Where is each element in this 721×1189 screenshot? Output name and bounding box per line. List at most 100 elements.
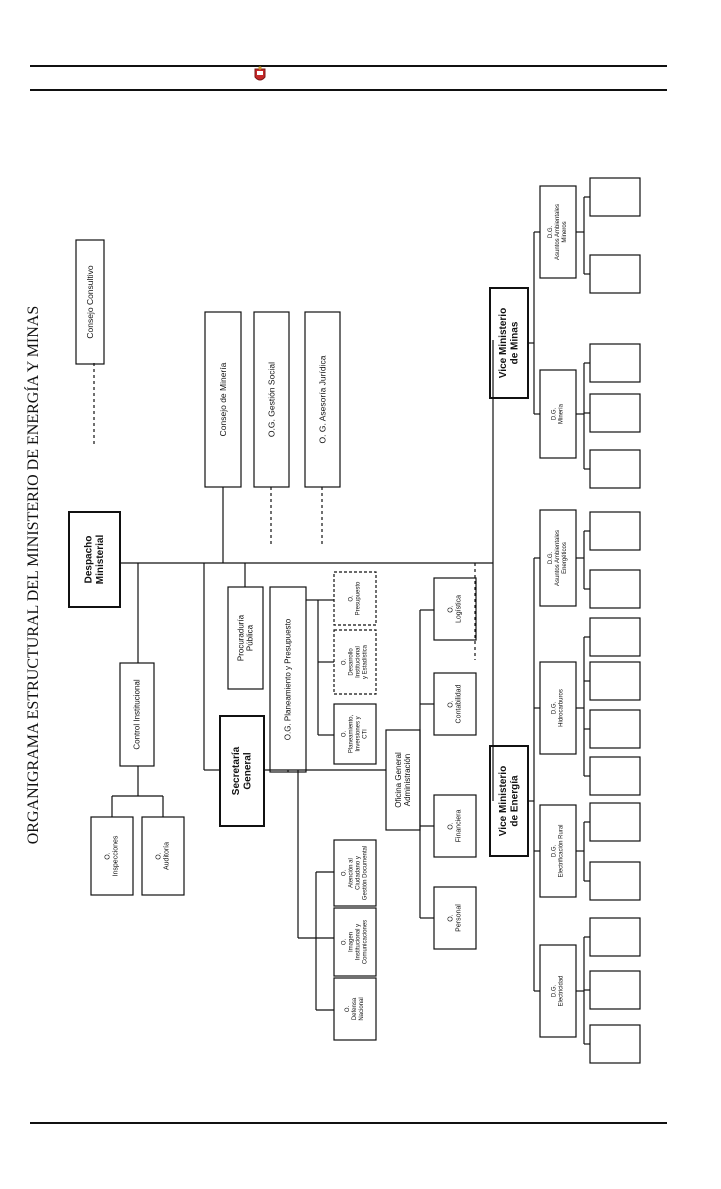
- unit-label: D.G.: [548, 226, 554, 239]
- unit-label: Mineros: [562, 221, 568, 242]
- unit-label: Control Institucional: [133, 679, 142, 749]
- sub-unit-box: [589, 511, 641, 551]
- unit-label: Contabilidad: [456, 684, 463, 723]
- o-auditoria-box: O.Auditoría: [141, 816, 185, 896]
- unit-label: Ministerial: [95, 535, 106, 585]
- unit-label: O.G. Planeamiento y Presupuesto: [284, 618, 293, 740]
- sub-unit-box: [589, 177, 641, 217]
- unit-label: CTI: [362, 729, 368, 739]
- unit-label: Pública: [246, 624, 255, 651]
- dg-electrificacion-box: D.G.Electrificación Rural: [539, 804, 577, 898]
- unit-label: D.G.: [552, 845, 558, 858]
- unit-label: Procuraduría: [236, 614, 245, 661]
- unit-label: O.G. Gestión Social: [267, 362, 277, 437]
- unit-label: y Estadística: [362, 644, 368, 679]
- sub-unit-box: [589, 569, 641, 609]
- unit-label: Nacional: [359, 997, 365, 1020]
- o-logistica-box: O.Logística: [433, 577, 477, 641]
- unit-label: Personal: [456, 904, 463, 932]
- unit-label: D.G.: [548, 552, 554, 565]
- sub-unit-box: [589, 661, 641, 701]
- unit-label: General: [242, 752, 253, 789]
- dg-mineria-box: D.G.Minería: [539, 369, 577, 459]
- unit-label: Secretaría: [231, 746, 242, 795]
- o-personal-box: O.Personal: [433, 886, 477, 950]
- header-rule-top: [30, 65, 667, 67]
- unit-label: O.: [342, 659, 348, 666]
- unit-label: Asuntos Ambientales: [555, 204, 561, 260]
- footer-rule: [30, 1122, 667, 1124]
- unit-label: Ciudadano y: [355, 856, 361, 890]
- unit-label: Electrificación Rural: [558, 824, 564, 877]
- control-institucional-box: Control Institucional: [119, 662, 155, 767]
- consejo-mineria-box: Consejo de Minería: [204, 311, 242, 488]
- sub-unit-box: [589, 254, 641, 294]
- o-contabilidad-box: O.Contabilidad: [433, 672, 477, 736]
- unit-label: Vice Ministerio: [498, 766, 509, 836]
- unit-label: Atención al: [349, 858, 355, 888]
- planeamiento-box: O.G. Planeamiento y Presupuesto: [269, 586, 307, 773]
- unit-label: D.G.: [552, 408, 558, 421]
- unit-label: O.: [342, 870, 348, 877]
- unit-label: Energéticos: [562, 542, 568, 574]
- unit-label: O.: [155, 852, 162, 859]
- unit-label: Gestión Documental: [362, 846, 368, 900]
- o-financiera-box: O.Financiera: [433, 794, 477, 858]
- unit-label: O.: [447, 605, 454, 612]
- unit-label: O.: [447, 914, 454, 921]
- unit-label: Administración: [403, 754, 412, 806]
- sub-unit-box: [589, 393, 641, 433]
- consejo-consultivo-box: Consejo Consultivo: [75, 239, 105, 365]
- unit-label: Presupuesto: [355, 581, 361, 615]
- dg-electricidad-box: D.G.Electricidad: [539, 944, 577, 1038]
- unit-label: Inspecciones: [113, 835, 120, 876]
- sub-unit-box: [589, 802, 641, 842]
- unit-label: Inversiones y: [355, 716, 361, 751]
- unit-label: O.: [447, 822, 454, 829]
- unit-label: Electricidad: [558, 975, 564, 1006]
- sub-unit-box: [589, 756, 641, 796]
- unit-label: de Energía: [509, 775, 520, 827]
- page-title: ORGANIGRAMA ESTRUCTURAL DEL MINISTERIO D…: [23, 306, 42, 845]
- unit-label: Financiera: [456, 810, 463, 843]
- unit-label: D.G.: [552, 702, 558, 715]
- unit-label: Auditoría: [164, 842, 171, 870]
- unit-label: O.: [349, 595, 355, 602]
- sub-unit-box: [589, 970, 641, 1010]
- sub-unit-box: [589, 861, 641, 901]
- unit-label: O. G. Asesoría Jurídica: [318, 355, 328, 443]
- sub-unit-box: [589, 449, 641, 489]
- unit-label: O.: [345, 1006, 351, 1013]
- unit-label: O.: [342, 939, 348, 946]
- sub-unit-box: [589, 343, 641, 383]
- sub-unit-box: [589, 617, 641, 657]
- unit-label: Imagen: [349, 932, 355, 952]
- unit-label: Defensa: [352, 997, 358, 1020]
- unit-label: de Minas: [509, 321, 520, 364]
- asesoria-juridica-box: O. G. Asesoría Jurídica: [304, 311, 341, 488]
- unit-label: Asuntos Ambientales: [555, 530, 561, 586]
- unit-label: O.: [342, 731, 348, 738]
- unit-label: Hidrocarburos: [558, 689, 564, 727]
- unit-label: Minería: [558, 403, 564, 424]
- sub-unit-box: [589, 709, 641, 749]
- unit-label: O.: [447, 700, 454, 707]
- unit-label: Comunicaciones: [362, 920, 368, 964]
- unit-label: Desarrollo: [349, 648, 355, 676]
- unit-label: D.G.: [552, 985, 558, 998]
- unit-label: Consejo de Minería: [218, 362, 228, 436]
- unit-label: Consejo Consultivo: [85, 265, 95, 339]
